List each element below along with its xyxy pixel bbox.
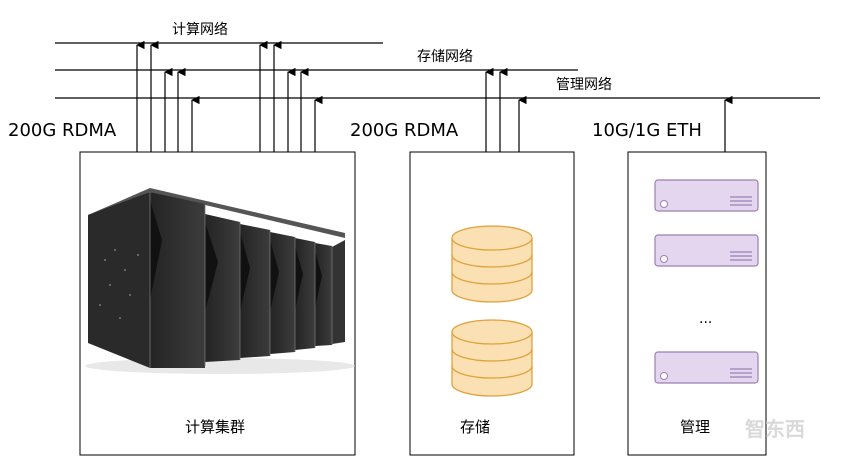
server-icon — [654, 234, 759, 267]
compute-network-label: 计算网络 — [172, 22, 228, 38]
storage-box — [409, 151, 575, 456]
management-network-label: 管理网络 — [556, 77, 612, 93]
management-label: 管理 — [680, 418, 710, 436]
watermark-text: 智东西 — [745, 417, 805, 441]
storage-network-label: 存储网络 — [417, 49, 473, 65]
storage-label: 存储 — [460, 418, 490, 436]
server-icon — [654, 179, 759, 212]
storage-disk-icon — [451, 225, 533, 303]
compute-connectors — [136, 40, 323, 152]
storage-connectors — [485, 67, 527, 152]
storage-bandwidth-label: 200G RDMA — [350, 120, 459, 141]
compute-bandwidth-label: 200G RDMA — [8, 120, 117, 141]
storage-disk-icon — [451, 319, 533, 397]
more-servers-ellipsis: ... — [699, 311, 712, 327]
server-rack-image — [85, 188, 355, 374]
management-bandwidth-label: 10G/1G ETH — [592, 120, 702, 141]
server-icon — [654, 351, 759, 384]
compute-cluster-label: 计算集群 — [185, 418, 245, 436]
